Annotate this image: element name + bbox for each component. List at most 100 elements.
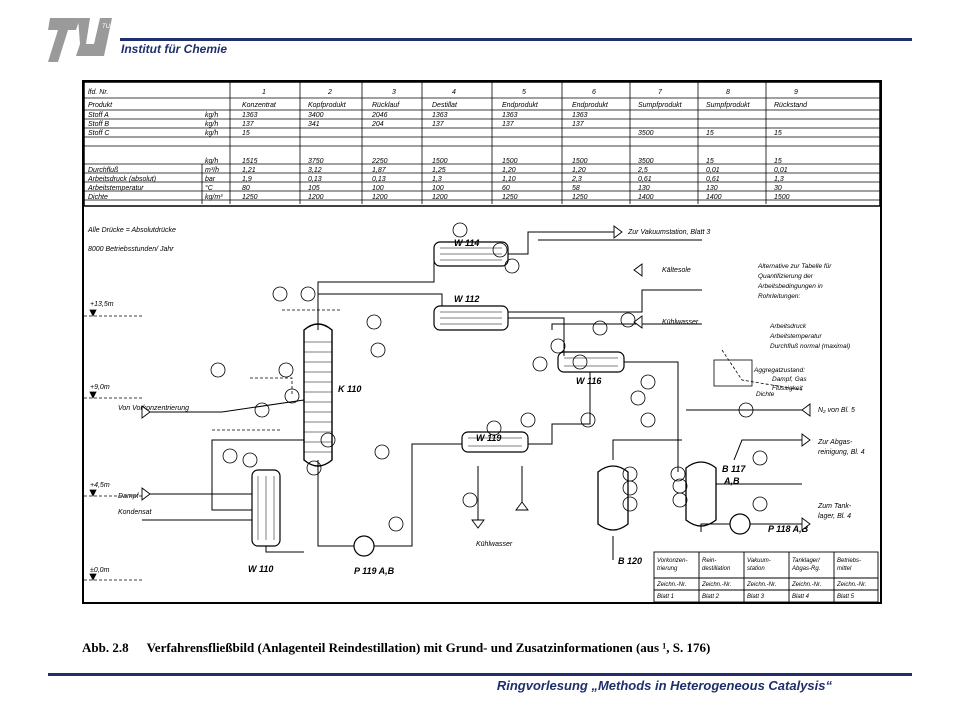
col-nr: 1: [262, 89, 266, 96]
instrument-bubble: [572, 354, 588, 370]
cell-stoff-b: 137: [242, 121, 255, 128]
instrument-bubble: [284, 388, 300, 404]
unit-cell: kg/h: [205, 112, 218, 119]
sheet-blatt: Blatt 3: [747, 594, 765, 600]
sheet-area: Tanklager/: [792, 558, 821, 564]
tu-logo: TU: [48, 18, 112, 62]
sheet-area: Vakuum-: [747, 558, 771, 564]
instrument-bubble: [366, 314, 382, 330]
pump-p119: [353, 535, 375, 557]
instrument-bubble: [640, 374, 656, 390]
level-9m: +9,0m: [90, 384, 110, 391]
level-13-5m: +13,5m: [90, 301, 114, 308]
instrument-bubble: [550, 338, 566, 354]
cell-durchfluss-kgh: 1500: [572, 158, 588, 165]
instrument-bubble: [306, 460, 322, 476]
stream-tank-2: lager, Bl. 4: [818, 513, 851, 520]
sheet-blatt: Blatt 1: [657, 594, 674, 600]
header-rule: [120, 38, 912, 41]
instrument-bubble: [752, 450, 768, 466]
instrument-bubble: [622, 480, 638, 496]
sheet-area: station: [747, 566, 765, 572]
col-produkt: Destillat: [432, 102, 458, 109]
cell-dichte: 1400: [706, 194, 722, 201]
instrument-bubble: [254, 402, 270, 418]
instrument-bubble: [738, 402, 754, 418]
legend-line-1: Alternative zur Tabelle für: [757, 263, 832, 270]
label-p119: P 119 A,B: [354, 566, 395, 576]
cell-stoff-a: 2046: [371, 112, 388, 119]
caption-text: Verfahrensfließbild (Anlagenteil Reindes…: [146, 640, 711, 655]
row-label-stoff-b: Stoff B: [88, 121, 109, 128]
cell-dichte: 1250: [242, 194, 258, 201]
cell-dichte: 1200: [372, 194, 388, 201]
instrument-bubble: [272, 286, 288, 302]
sheet-area: Abgas-Rg.: [791, 566, 820, 572]
instrument-bubble: [222, 448, 238, 464]
sheet-area: destillation: [702, 566, 731, 572]
institute-name: Institut für Chemie: [121, 42, 228, 56]
cell-arbeitsdruck: 1,3: [774, 176, 784, 183]
instrument-bubble: [300, 286, 316, 302]
cell-durchfluss-kgh: 15: [706, 158, 714, 165]
col-nr: 4: [452, 89, 456, 96]
cell-arbeitstemperatur: 60: [502, 185, 510, 192]
instrument-bubble: [278, 362, 294, 378]
cell-arbeitsdruck: 0,61: [638, 176, 652, 183]
label-w110: W 110: [248, 564, 273, 574]
cell-durchfluss-m3h: 0,01: [774, 167, 788, 174]
row-label-stoff-c: Stoff C: [88, 130, 110, 137]
unit-cell: bar: [205, 176, 216, 183]
instrument-bubble: [580, 412, 596, 428]
cell-arbeitsdruck: 0,13: [372, 176, 386, 183]
unit-cell: kg/h: [205, 130, 218, 137]
cell-arbeitsdruck: 1,10: [502, 176, 516, 183]
sheet-zeichn: Zeichn.-Nr.: [836, 582, 866, 588]
stream-kuehlwasser-1: Kühlwasser: [662, 319, 699, 326]
sheet-table: [653, 551, 879, 603]
level-0m: ±0,0m: [90, 567, 110, 574]
lecture-title: Ringvorlesung „Methods in Heterogeneous …: [496, 678, 832, 693]
col-produkt: Rückstand: [774, 102, 808, 109]
instrument-bubble: [670, 466, 686, 482]
legend-aggregat: Aggregatzustand:: [753, 367, 805, 374]
row-label-arbeitsdruck: Arbeitsdruck (absolut): [87, 176, 156, 183]
cell-arbeitsdruck: 0,61: [706, 176, 720, 183]
stream-abgas-1: Zur Abgas-: [817, 439, 853, 446]
cell-arbeitstemperatur: 80: [242, 185, 250, 192]
cell-durchfluss-m3h: 1,21: [242, 167, 256, 174]
instrument-bubble: [622, 466, 638, 482]
stream-kondensat: Kondensat: [118, 509, 153, 516]
unit-cell: m³/h: [205, 167, 219, 174]
cell-durchfluss-m3h: 0,01: [706, 167, 720, 174]
legend-arbeitstemperatur: Arbeitstemperatur: [769, 333, 822, 340]
exchanger-w119: [461, 431, 529, 453]
cell-dichte: 1200: [308, 194, 324, 201]
col-nr: 5: [522, 89, 526, 96]
note-hours: 8000 Betriebsstunden/ Jahr: [88, 246, 174, 253]
unit-cell: °C: [205, 184, 214, 192]
instrument-bubble: [520, 412, 536, 428]
instrument-bubble: [630, 390, 646, 406]
label-b117-ab: A,B: [723, 476, 740, 486]
instrument-bubble: [752, 496, 768, 512]
cell-durchfluss-m3h: 1,25: [432, 167, 446, 174]
vessel-b117: [685, 461, 717, 527]
col-produkt: Konzentrat: [242, 102, 277, 109]
col-produkt: Sumpfprodukt: [638, 102, 683, 109]
cell-stoff-b: 341: [308, 121, 320, 128]
instrument-bubble: [672, 492, 688, 508]
cell-dichte: 1250: [502, 194, 518, 201]
cell-stoff-a: 1363: [572, 112, 588, 119]
figure-frame: [82, 80, 882, 604]
label-b117: B 117: [722, 464, 746, 474]
cell-stoff-b: 204: [371, 121, 384, 128]
cell-stoff-c: 15: [706, 130, 714, 137]
legend-dampf-gas: Dampf, Gas: [772, 376, 807, 383]
cell-dichte: 1400: [638, 194, 654, 201]
instrument-bubble: [532, 356, 548, 372]
cell-dichte: 1500: [774, 194, 790, 201]
pump-p118: [729, 513, 751, 535]
